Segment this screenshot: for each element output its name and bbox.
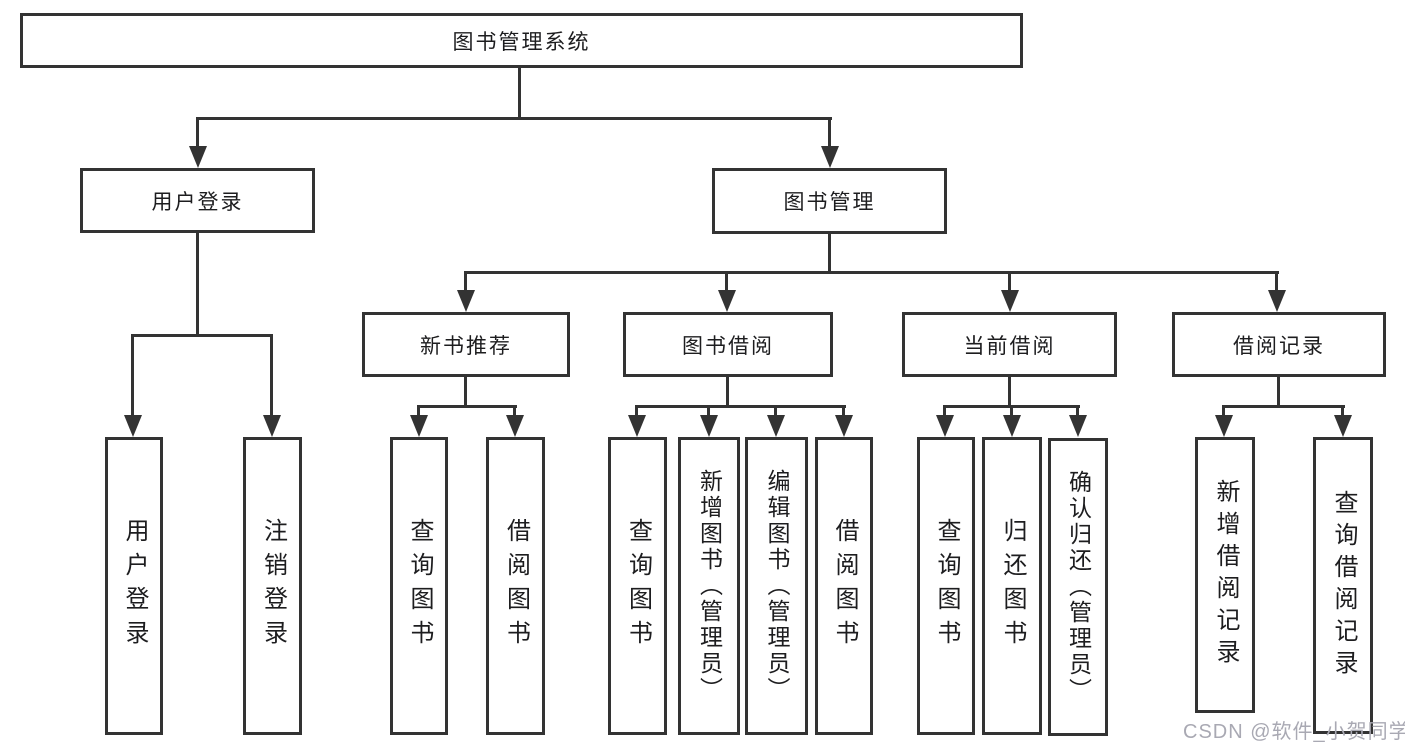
csdn-watermark: CSDN @软件_小贺同学 bbox=[1183, 721, 1405, 743]
connector-line bbox=[196, 231, 199, 336]
arrow-down-icon bbox=[1215, 415, 1233, 437]
node-book-borrow: 图书借阅 bbox=[623, 312, 833, 377]
arrow-down-icon bbox=[835, 415, 853, 437]
leaf-label: 查询图书 bbox=[624, 518, 652, 654]
connector-line bbox=[635, 405, 846, 408]
arrow-down-icon bbox=[506, 415, 524, 437]
connector-line bbox=[131, 334, 273, 337]
leaf-label: 确认归还（管理员） bbox=[1065, 470, 1092, 704]
connector-line bbox=[1008, 375, 1011, 408]
arrow-down-icon bbox=[1003, 415, 1021, 437]
node-current-borrow-label: 当前借阅 bbox=[963, 334, 1056, 358]
arrow-down-icon bbox=[767, 415, 785, 437]
node-user-login-label: 用户登录 bbox=[151, 190, 244, 214]
connector-line bbox=[842, 405, 845, 417]
leaf-edit-books-admin: 编辑图书（管理员） bbox=[745, 437, 808, 735]
connector-line bbox=[196, 117, 832, 120]
connector-line bbox=[828, 232, 831, 273]
arrow-down-icon bbox=[821, 146, 839, 168]
leaf-label: 用户登录 bbox=[121, 518, 148, 654]
leaf-logout: 注销登录 bbox=[243, 437, 302, 735]
connector-line bbox=[635, 405, 638, 417]
leaf-user-login: 用户登录 bbox=[105, 437, 163, 735]
connector-line bbox=[1222, 405, 1225, 417]
connector-line bbox=[1341, 405, 1344, 417]
arrow-down-icon bbox=[263, 415, 281, 437]
connector-line bbox=[196, 117, 199, 147]
connector-line bbox=[464, 375, 467, 408]
connector-line bbox=[417, 405, 420, 417]
connector-line bbox=[270, 334, 273, 416]
arrow-down-icon bbox=[1069, 415, 1087, 437]
leaf-label: 查询借阅记录 bbox=[1330, 489, 1357, 682]
connector-line bbox=[417, 405, 517, 408]
arrow-down-icon bbox=[410, 415, 428, 437]
leaf-label: 查询图书 bbox=[933, 518, 960, 654]
arrow-down-icon bbox=[1268, 290, 1286, 312]
node-user-login: 用户登录 bbox=[80, 168, 315, 233]
leaf-label: 查询图书 bbox=[406, 518, 433, 654]
node-new-book-recommend: 新书推荐 bbox=[362, 312, 570, 377]
leaf-borrow-books: 借阅图书 bbox=[815, 437, 873, 735]
leaf-label: 借阅图书 bbox=[502, 518, 530, 654]
node-book-management: 图书管理 bbox=[712, 168, 947, 234]
arrow-down-icon bbox=[718, 290, 736, 312]
connector-line bbox=[1076, 405, 1079, 417]
arrow-down-icon bbox=[457, 290, 475, 312]
node-borrow-records-label: 借阅记录 bbox=[1233, 334, 1325, 358]
node-book-borrow-label: 图书借阅 bbox=[682, 334, 774, 358]
leaf-confirm-return-admin: 确认归还（管理员） bbox=[1048, 438, 1108, 736]
node-new-book-recommend-label: 新书推荐 bbox=[420, 334, 512, 358]
arrow-down-icon bbox=[936, 415, 954, 437]
connector-line bbox=[513, 405, 516, 417]
arrow-down-icon bbox=[700, 415, 718, 437]
leaf-label: 注销登录 bbox=[259, 518, 287, 654]
connector-line bbox=[774, 405, 777, 417]
node-borrow-records: 借阅记录 bbox=[1172, 312, 1386, 377]
connector-line bbox=[943, 405, 946, 417]
leaf-add-borrow-record: 新增借阅记录 bbox=[1195, 437, 1255, 713]
leaf-query-books-borrow: 查询图书 bbox=[608, 437, 667, 735]
leaf-label: 新增图书（管理员） bbox=[696, 469, 723, 703]
arrow-down-icon bbox=[628, 415, 646, 437]
node-book-management-label: 图书管理 bbox=[783, 191, 876, 214]
connector-line bbox=[1277, 375, 1280, 408]
leaf-label: 编辑图书（管理员） bbox=[764, 469, 790, 703]
connector-line bbox=[1010, 405, 1013, 417]
arrow-down-icon bbox=[124, 415, 142, 437]
connector-line bbox=[1008, 271, 1011, 292]
leaf-label: 归还图书 bbox=[999, 518, 1026, 654]
leaf-label: 借阅图书 bbox=[831, 518, 858, 654]
leaf-query-borrow-record: 查询借阅记录 bbox=[1313, 437, 1373, 734]
leaf-borrow-books-recommend: 借阅图书 bbox=[486, 437, 545, 735]
arrow-down-icon bbox=[189, 146, 207, 168]
connector-line bbox=[464, 271, 1279, 274]
leaf-query-books-current: 查询图书 bbox=[917, 437, 975, 735]
connector-line bbox=[828, 117, 831, 147]
connector-line bbox=[131, 334, 134, 416]
leaf-query-books-recommend: 查询图书 bbox=[390, 437, 448, 735]
connector-line bbox=[1222, 405, 1345, 408]
node-root-label: 图书管理系统 bbox=[452, 30, 591, 54]
connector-line bbox=[464, 271, 467, 292]
arrow-down-icon bbox=[1334, 415, 1352, 437]
connector-line bbox=[726, 375, 729, 408]
connector-line bbox=[518, 66, 521, 118]
connector-line bbox=[725, 271, 728, 292]
node-root: 图书管理系统 bbox=[20, 13, 1023, 68]
connector-line bbox=[1275, 271, 1278, 292]
arrow-down-icon bbox=[1001, 290, 1019, 312]
leaf-return-books: 归还图书 bbox=[982, 437, 1042, 735]
leaf-label: 新增借阅记录 bbox=[1212, 479, 1239, 671]
node-current-borrow: 当前借阅 bbox=[902, 312, 1117, 377]
leaf-add-books-admin: 新增图书（管理员） bbox=[678, 437, 740, 735]
connector-line bbox=[707, 405, 710, 417]
